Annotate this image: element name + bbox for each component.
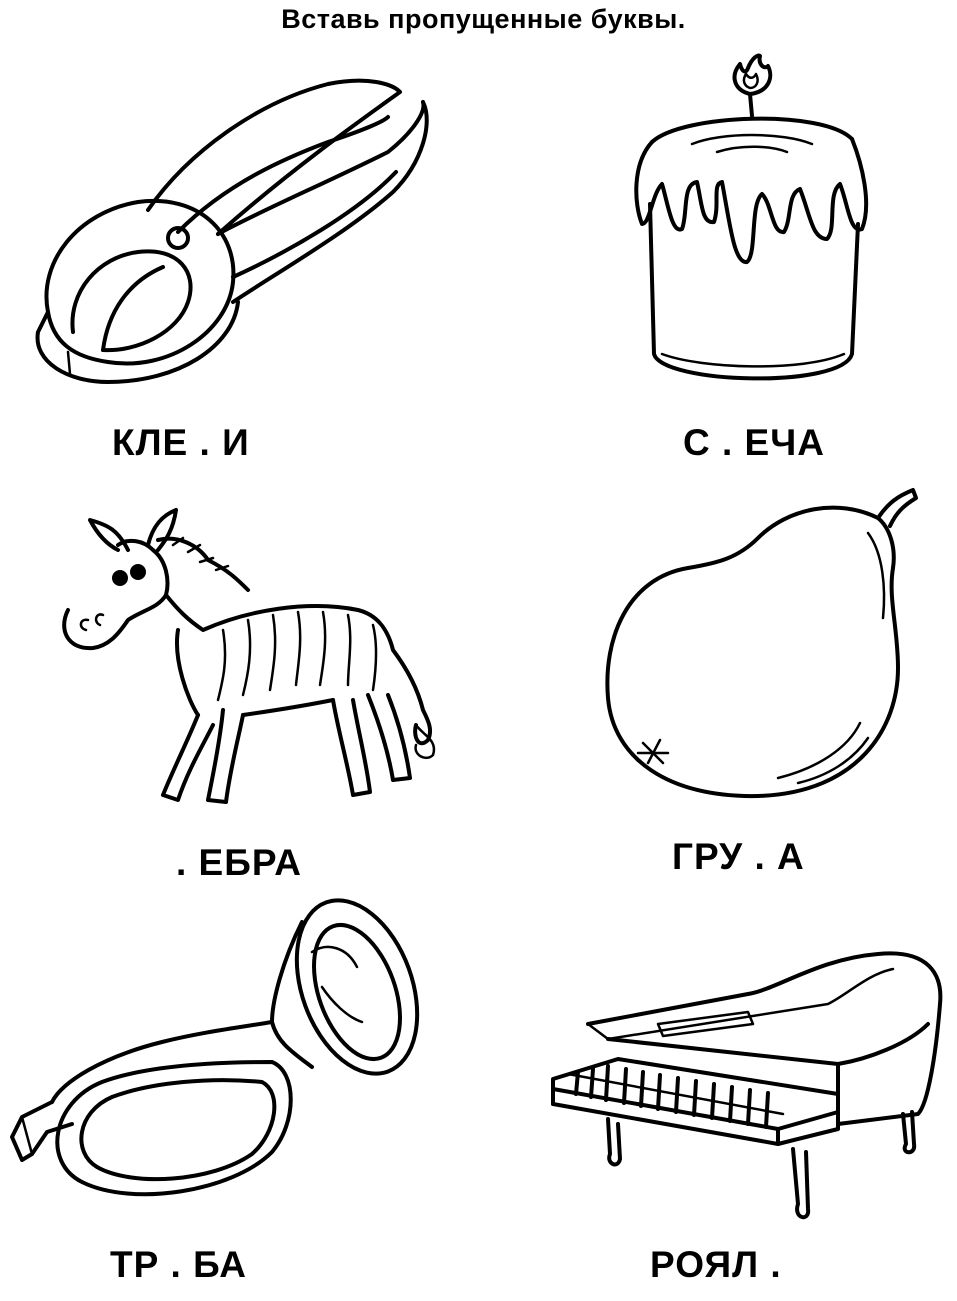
word-piano: РОЯЛ . xyxy=(650,1244,782,1285)
pliers-icon xyxy=(35,78,429,384)
pear-icon xyxy=(605,488,918,799)
word-zebra: . ЕБРА xyxy=(176,842,302,883)
trumpet-icon xyxy=(10,898,420,1197)
zebra-icon xyxy=(62,508,436,804)
word-pear: ГРУ . А xyxy=(672,836,805,877)
grand-piano-icon xyxy=(551,951,943,1220)
page-title: Вставь пропущенные буквы. xyxy=(281,4,686,34)
word-candle: С . ЕЧА xyxy=(683,422,825,463)
candle-icon xyxy=(634,53,869,381)
word-trumpet: ТР . БА xyxy=(110,1244,248,1285)
word-pliers: КЛЕ . И xyxy=(112,422,250,463)
